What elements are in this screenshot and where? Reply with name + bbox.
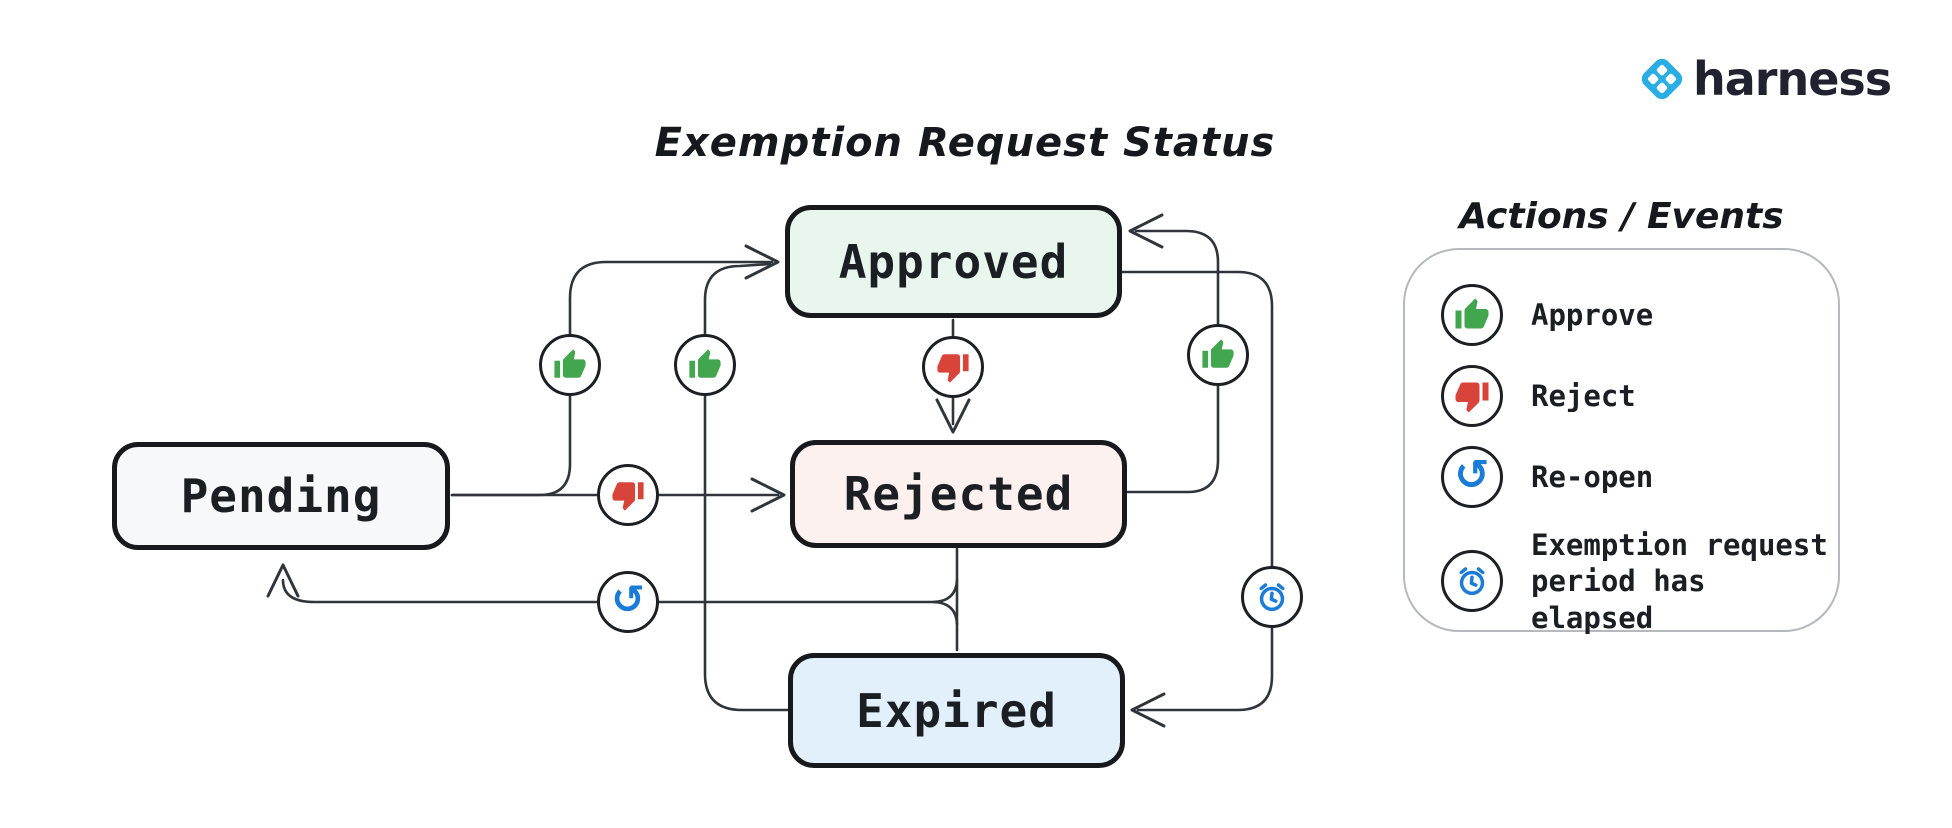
- state-rejected-label: Rejected: [843, 467, 1074, 521]
- reopen-icon: ↺: [1454, 450, 1490, 499]
- edge-approved-expired-arrowhead: [1130, 692, 1166, 728]
- thumbs-up-icon: [689, 349, 721, 378]
- page-title: Exemption Request Status: [654, 120, 1276, 166]
- thumbs-down-icon: [1455, 382, 1489, 413]
- reopen-badge-rejected-pending: ↺: [597, 571, 659, 633]
- alarm-clock-icon: [1259, 583, 1285, 612]
- elapsed-badge-approved-expired: [1241, 566, 1303, 628]
- approve-circle: [1441, 284, 1503, 346]
- approve-badge-rejected-approved: [1187, 324, 1249, 386]
- edge-rejected-pending-arrowhead: [266, 563, 300, 598]
- state-approved: Approved: [785, 205, 1122, 318]
- legend-item-approve: Approve: [1441, 284, 1838, 346]
- reopen-icon: ↺: [611, 577, 645, 623]
- state-approved-label: Approved: [838, 234, 1069, 289]
- state-expired-label: Expired: [856, 683, 1057, 738]
- legend-item-reopen: ↺ Re-open: [1441, 446, 1838, 508]
- edge-pending-approved-arrowhead: [744, 244, 780, 280]
- edge-pending-rejected-arrowhead: [750, 477, 786, 513]
- legend-item-elapsed: Exemption request period has elapsed: [1441, 527, 1838, 636]
- legend-item-reject: Reject: [1441, 365, 1838, 427]
- harness-wordmark: harness: [1693, 52, 1892, 106]
- legend-title: Actions / Events: [1459, 196, 1784, 237]
- thumbs-up-icon: [554, 349, 586, 378]
- edge-expired-approved: [703, 262, 790, 712]
- edge-approved-expired: [1120, 270, 1274, 712]
- edge-rejected-approved-arrowhead: [1128, 213, 1164, 249]
- legend-label-approve: Approve: [1531, 297, 1654, 332]
- edge-rejected-pending: [281, 578, 938, 604]
- reject-badge-pending-rejected: [597, 464, 659, 526]
- harness-logo: harness: [1636, 52, 1892, 106]
- alarm-clock-icon: [1459, 567, 1485, 596]
- edge-rejected-pending-join-top: [932, 578, 959, 604]
- approve-badge-pending-approved: [539, 334, 601, 396]
- thumbs-down-icon: [612, 482, 644, 511]
- legend-label-elapsed: Exemption request period has elapsed: [1531, 528, 1828, 635]
- thumbs-up-icon: [1202, 339, 1234, 368]
- edge-approved-rejected-arrowhead: [935, 398, 971, 434]
- elapsed-circle: [1441, 550, 1503, 613]
- approve-badge-expired-approved: [674, 334, 736, 396]
- legend: Approve Reject ↺ Re-open: [1403, 248, 1840, 635]
- edge-rejected-pending-join-bottom: [932, 600, 959, 626]
- state-expired: Expired: [788, 653, 1125, 768]
- state-pending: Pending: [112, 442, 450, 550]
- harness-logo-icon: [1641, 58, 1683, 100]
- reject-badge-approved-rejected: [922, 336, 984, 398]
- thumbs-down-icon: [937, 354, 969, 383]
- reject-circle: [1441, 365, 1503, 427]
- state-rejected: Rejected: [790, 440, 1127, 548]
- edge-pending-approved: [450, 260, 774, 497]
- legend-label-reopen: Re-open: [1531, 459, 1654, 494]
- state-pending-label: Pending: [180, 469, 382, 523]
- thumbs-up-icon: [1455, 298, 1489, 329]
- reopen-circle: ↺: [1441, 446, 1503, 508]
- legend-label-reject: Reject: [1531, 378, 1636, 413]
